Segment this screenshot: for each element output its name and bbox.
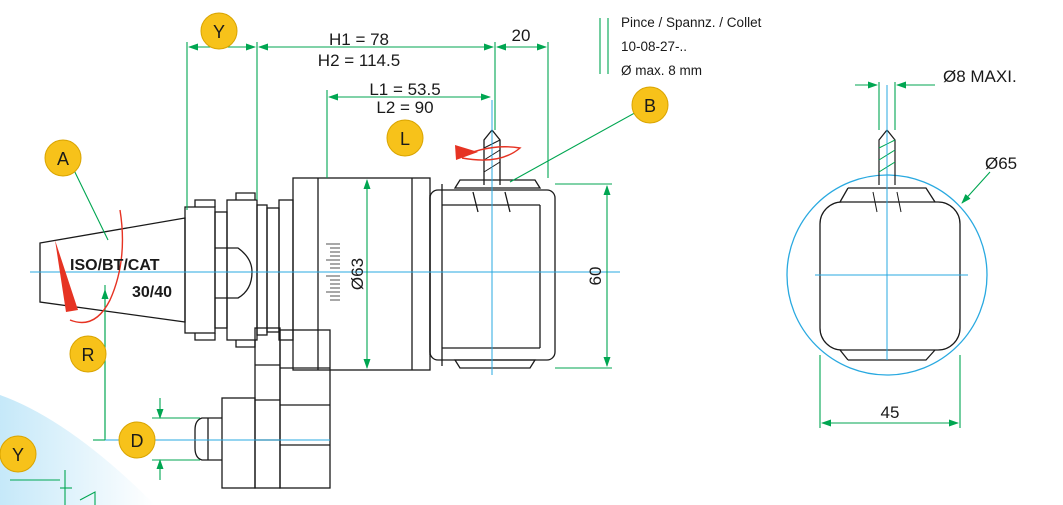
- dim-head-diameter: Ø65: [985, 154, 1017, 173]
- dim-l2: L2 = 90: [376, 98, 433, 117]
- marker-y-bottom: Y: [0, 435, 37, 473]
- collet-note-line1: Pince / Spannz. / Collet: [621, 15, 762, 30]
- flange-1: [184, 206, 216, 334]
- stop-block: [254, 327, 281, 489]
- flange-5: [266, 207, 280, 333]
- dim-h1: H1 = 78: [329, 30, 389, 49]
- dim-head-width: 45: [881, 403, 900, 422]
- dim-max-tool: Ø8 MAXI.: [943, 67, 1017, 86]
- pull-stud: [215, 247, 253, 299]
- dim-h2: H2 = 114.5: [318, 51, 400, 70]
- marker-r: R: [69, 335, 107, 373]
- taper-label-line2: 30/40: [132, 284, 172, 301]
- stop-arm: [279, 329, 331, 489]
- svg-text:D: D: [131, 431, 144, 451]
- svg-text:A: A: [57, 149, 69, 169]
- flange-6: [278, 199, 294, 341]
- collet-nut-bottom: [453, 359, 537, 369]
- dim-head-height: 60: [586, 267, 605, 286]
- stop-pin: [194, 417, 222, 461]
- marker-b: B: [631, 86, 669, 124]
- tool-rotation-arrowhead: [455, 145, 478, 160]
- svg-text:B: B: [644, 96, 656, 116]
- collet-note-line3: Ø max. 8 mm: [621, 63, 702, 78]
- svg-text:Y: Y: [213, 22, 225, 42]
- collet-nut-top: [453, 179, 542, 189]
- stop-pin-body: [221, 397, 256, 489]
- head-square: [819, 201, 961, 351]
- side-view: [39, 128, 556, 489]
- taper-label-line1: ISO/BT/CAT: [70, 257, 160, 274]
- head-back: [429, 184, 443, 366]
- marker-y-top: Y: [200, 12, 238, 50]
- svg-text:L: L: [400, 129, 410, 149]
- collet-note-line2: 10-08-27-..: [621, 39, 687, 54]
- marker-a: A: [44, 139, 82, 177]
- background-swoosh: [0, 395, 155, 505]
- svg-text:Y: Y: [12, 445, 24, 465]
- dim-body-diameter: Ø63: [348, 258, 367, 290]
- flange-4: [256, 204, 268, 336]
- scale: [326, 243, 340, 301]
- front-view: [786, 81, 991, 428]
- marker-d: D: [118, 421, 156, 459]
- flange-2: [214, 211, 228, 329]
- rotation-arrows: [69, 146, 522, 324]
- dim-collet-width: 20: [512, 26, 531, 45]
- dim-l1: L1 = 53.5: [369, 80, 440, 99]
- svg-text:R: R: [82, 345, 95, 365]
- dimension-lines: [10, 18, 641, 505]
- taper-rotation-arrowhead: [55, 240, 78, 312]
- marker-l: L: [386, 119, 424, 157]
